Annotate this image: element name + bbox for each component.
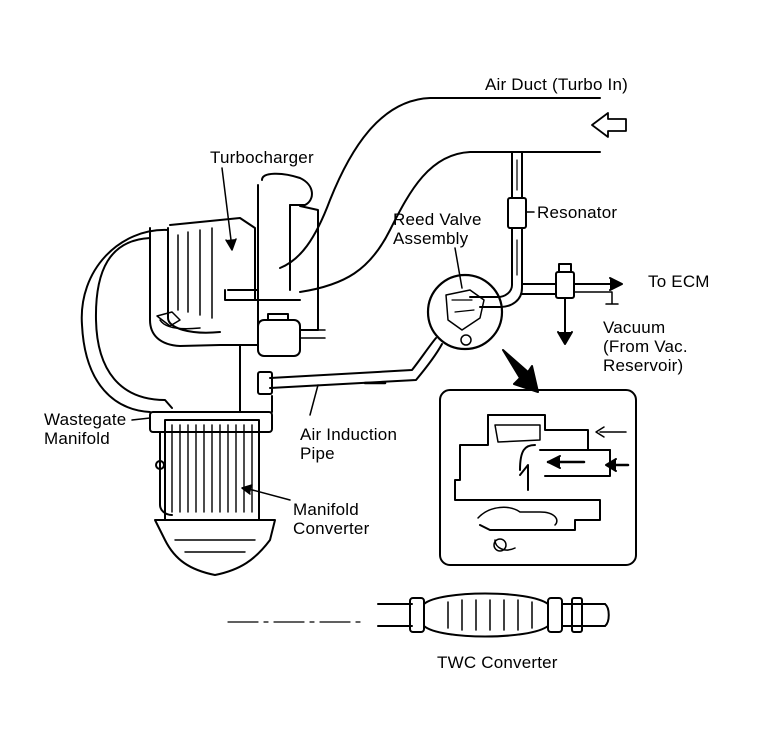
resonator-body <box>507 197 527 229</box>
air-duct <box>279 97 601 293</box>
turbocharger-leader <box>221 167 233 249</box>
manifold-converter <box>149 411 276 576</box>
airflow-arrow-icon <box>591 112 627 138</box>
reed-valve-detail-inset <box>439 389 637 566</box>
air-duct-label: Air Duct (Turbo In) <box>485 75 628 94</box>
reed-valve-assembly-label: Reed Valve Assembly <box>393 210 482 248</box>
twc-converter <box>227 592 610 638</box>
reed-valve-leader <box>454 247 463 289</box>
twc-converter-label: TWC Converter <box>437 653 558 672</box>
vacuum-label: Vacuum (From Vac. Reservoir) <box>603 318 688 375</box>
to-ecm-label: To ECM <box>648 272 710 291</box>
exhaust-housing <box>80 228 273 413</box>
air-induction-pipe <box>257 337 443 395</box>
detail-pointer-arrow-icon <box>502 349 539 393</box>
leader-lines <box>131 167 535 501</box>
turbocharger <box>149 172 326 357</box>
resonator-label: Resonator <box>537 203 618 222</box>
reed-valve-assembly <box>426 273 504 351</box>
wastegate-leader <box>131 417 151 421</box>
manifold-converter-arrowhead <box>241 484 253 495</box>
air-induction-pipe-label: Air Induction Pipe <box>300 425 398 463</box>
solenoid-valve <box>555 271 575 299</box>
vacuum-branch <box>521 263 623 345</box>
manifold-converter-label: Manifold Converter <box>293 500 370 538</box>
manifold-converter-leader <box>244 487 291 501</box>
turbocharger-label: Turbocharger <box>210 148 314 167</box>
air-induction-leader <box>309 384 319 416</box>
wastegate-manifold-label: Wastegate Manifold <box>44 410 127 448</box>
turbocharger-leader-arrowhead <box>225 238 237 251</box>
